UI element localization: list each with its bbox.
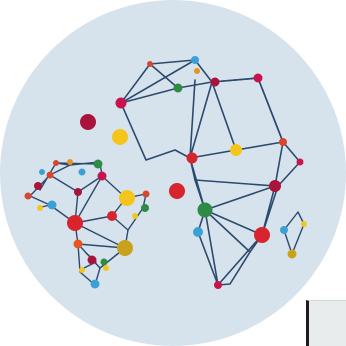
- node-dot: [191, 56, 199, 64]
- node-dot: [67, 215, 83, 231]
- node-dot: [53, 160, 59, 166]
- node-dot: [301, 221, 307, 227]
- node-dot: [254, 74, 263, 83]
- node-dot: [79, 169, 86, 176]
- node-dot: [117, 240, 133, 256]
- node-dot: [39, 169, 45, 175]
- node-dot: [25, 193, 32, 200]
- node-dot: [112, 129, 128, 145]
- node-dot: [169, 183, 185, 199]
- node-dot: [193, 227, 203, 237]
- node-dot: [280, 226, 288, 234]
- node-dot: [47, 172, 54, 179]
- node-dot: [214, 281, 222, 289]
- node-dot: [288, 250, 297, 259]
- node-dot: [74, 240, 83, 249]
- node-dot: [107, 211, 117, 221]
- node-dot: [103, 265, 109, 271]
- node-dot: [80, 114, 96, 130]
- node-dot: [48, 201, 57, 210]
- node-dot: [174, 84, 183, 93]
- node-dot: [297, 159, 304, 166]
- node-dot: [67, 159, 73, 165]
- node-dot: [119, 190, 135, 206]
- node-dot: [94, 160, 103, 169]
- node-dot: [141, 204, 149, 212]
- node-dot: [254, 227, 270, 243]
- node-dot: [74, 188, 82, 196]
- node-dot: [91, 280, 100, 289]
- node-dot: [230, 144, 242, 156]
- node-dot: [198, 203, 213, 218]
- node-dot: [34, 182, 42, 190]
- node-dot: [194, 68, 200, 74]
- node-dot: [98, 172, 107, 181]
- corner-panel: [306, 300, 346, 346]
- node-dot: [79, 267, 85, 273]
- node-dot: [147, 61, 153, 67]
- node-dot: [88, 256, 97, 265]
- node-dot: [37, 205, 43, 211]
- node-dot: [132, 213, 138, 219]
- node-dot: [211, 78, 220, 87]
- node-dot: [101, 259, 108, 266]
- node-dot: [279, 138, 287, 146]
- node-dot: [143, 191, 150, 198]
- node-dot: [269, 180, 281, 192]
- node-dot: [187, 153, 198, 164]
- node-dot: [116, 98, 127, 109]
